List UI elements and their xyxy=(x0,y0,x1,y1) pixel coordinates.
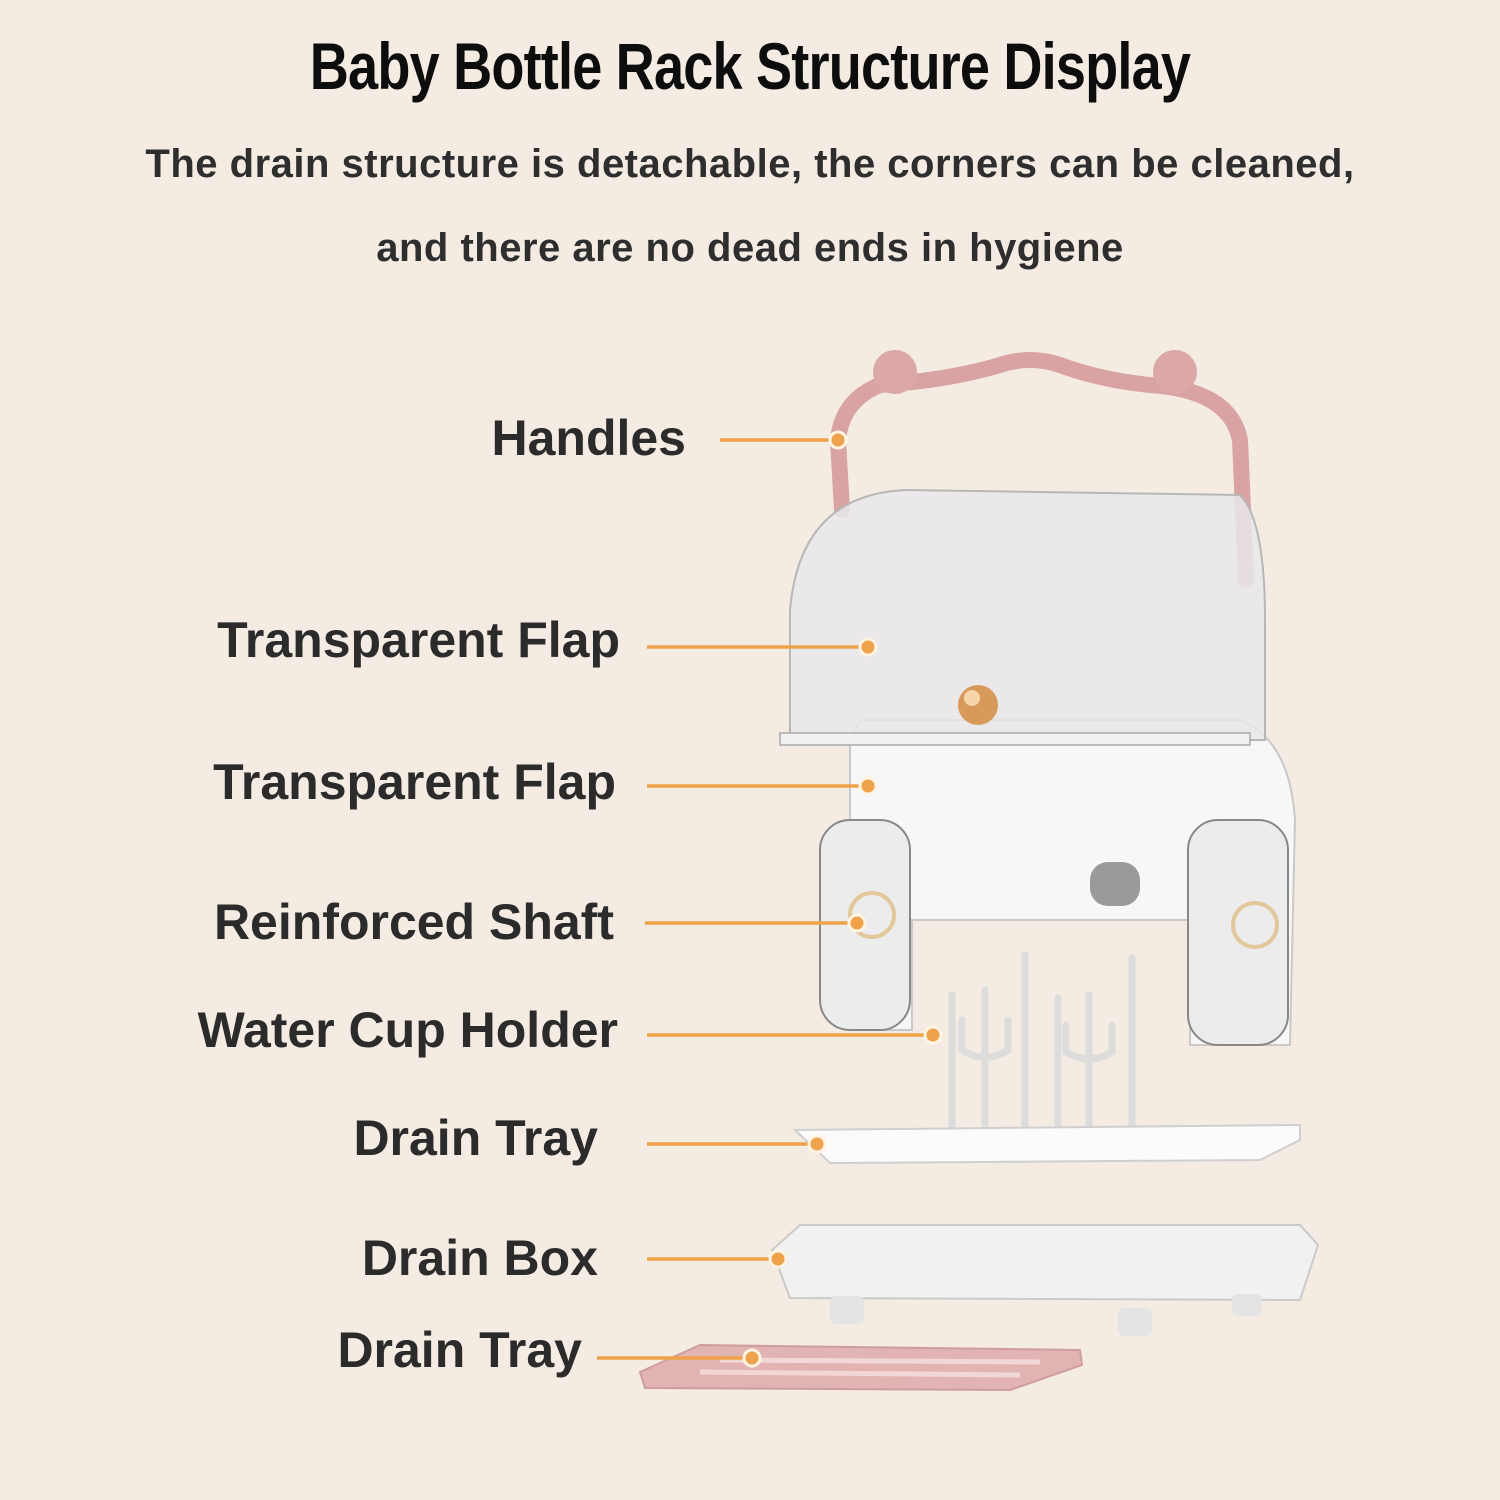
label-drain-tray-bottom: Drain Tray xyxy=(337,1322,582,1378)
handle-ear-right xyxy=(1153,350,1197,394)
label-drain-tray: Drain Tray xyxy=(353,1110,598,1166)
label-water-cup-holder: Water Cup Holder xyxy=(197,1002,618,1058)
label-transparent-flap-lower: Transparent Flap xyxy=(213,754,616,810)
handle-ear-left xyxy=(873,350,917,394)
leader-lines xyxy=(597,438,933,1360)
label-drain-box: Drain Box xyxy=(361,1230,598,1286)
rack-body xyxy=(779,488,1297,1046)
leader-dots xyxy=(742,430,943,1368)
subtitle-line-1: The drain structure is detachable, the c… xyxy=(145,142,1355,186)
handle xyxy=(829,352,1254,588)
drain-box xyxy=(770,1224,1320,1336)
label-reinforced-shaft: Reinforced Shaft xyxy=(213,894,614,950)
drain-tray xyxy=(792,1123,1301,1165)
label-transparent-flap-upper: Transparent Flap xyxy=(217,612,620,668)
water-cup-holder xyxy=(948,951,1136,1139)
pink-drain-tray xyxy=(638,1343,1084,1392)
page-title: Baby Bottle Rack Structure Display xyxy=(309,29,1191,103)
subtitle-line-2: and there are no dead ends in hygiene xyxy=(376,226,1124,270)
label-handles: Handles xyxy=(491,410,686,466)
